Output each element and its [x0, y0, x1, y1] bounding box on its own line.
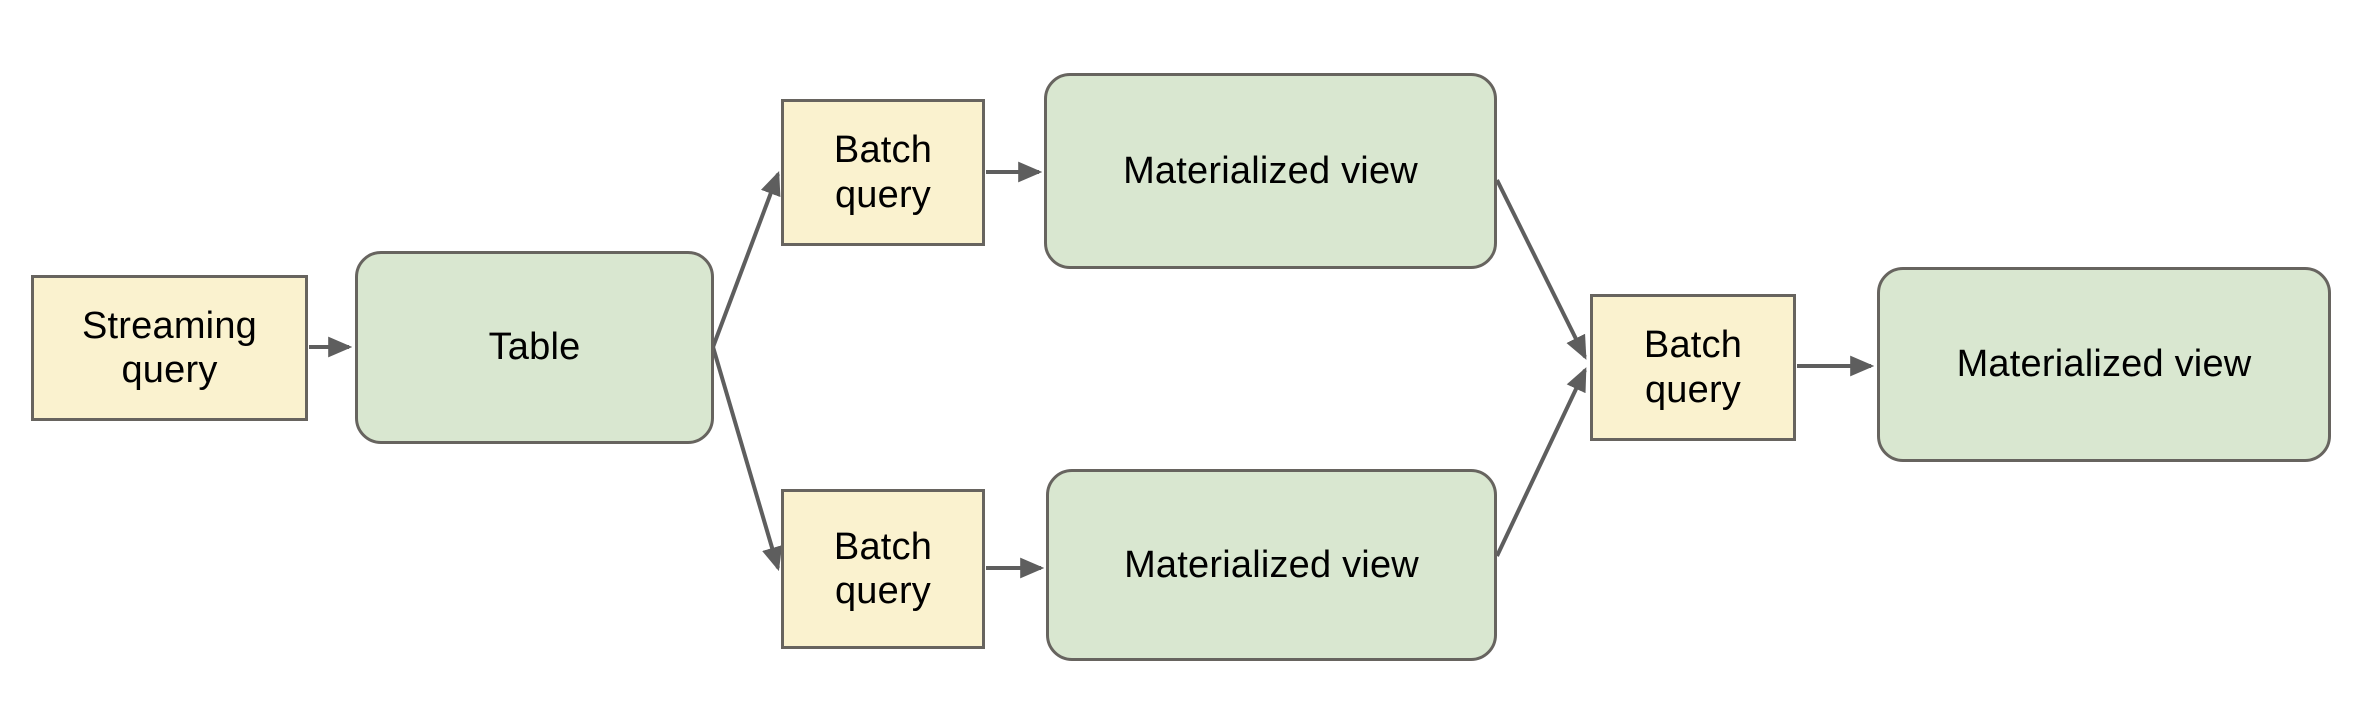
node-label-materialized-view-top: Materialized view	[1123, 149, 1418, 192]
edge-materialized-view-bottom-to-batch-query-right	[1495, 367, 1587, 557]
node-materialized-view-right[interactable]: Materialized view	[1877, 267, 2331, 462]
node-label-materialized-view-bottom: Materialized view	[1124, 543, 1419, 586]
edge-table-to-batch-query-bottom	[711, 346, 783, 572]
node-label-batch-query-right: Batch query	[1643, 324, 1743, 411]
edge-materialized-view-top-to-batch-query-right	[1495, 179, 1587, 360]
node-batch-query-right[interactable]: Batch query	[1590, 294, 1796, 441]
node-materialized-view-top[interactable]: Materialized view	[1044, 73, 1497, 269]
node-label-table: Table	[488, 326, 581, 369]
edge-table-to-batch-query-top	[711, 171, 781, 348]
node-label-materialized-view-right: Materialized view	[1956, 343, 2252, 386]
node-label-streaming-query: Streaming query	[82, 304, 257, 391]
node-label-batch-query-top: Batch query	[833, 129, 933, 216]
node-materialized-view-bottom[interactable]: Materialized view	[1046, 469, 1497, 661]
node-label-batch-query-bottom: Batch query	[833, 525, 933, 612]
node-table[interactable]: Table	[355, 251, 714, 444]
node-batch-query-bottom[interactable]: Batch query	[781, 489, 985, 649]
node-batch-query-top[interactable]: Batch query	[781, 99, 985, 246]
node-streaming-query[interactable]: Streaming query	[31, 275, 308, 421]
